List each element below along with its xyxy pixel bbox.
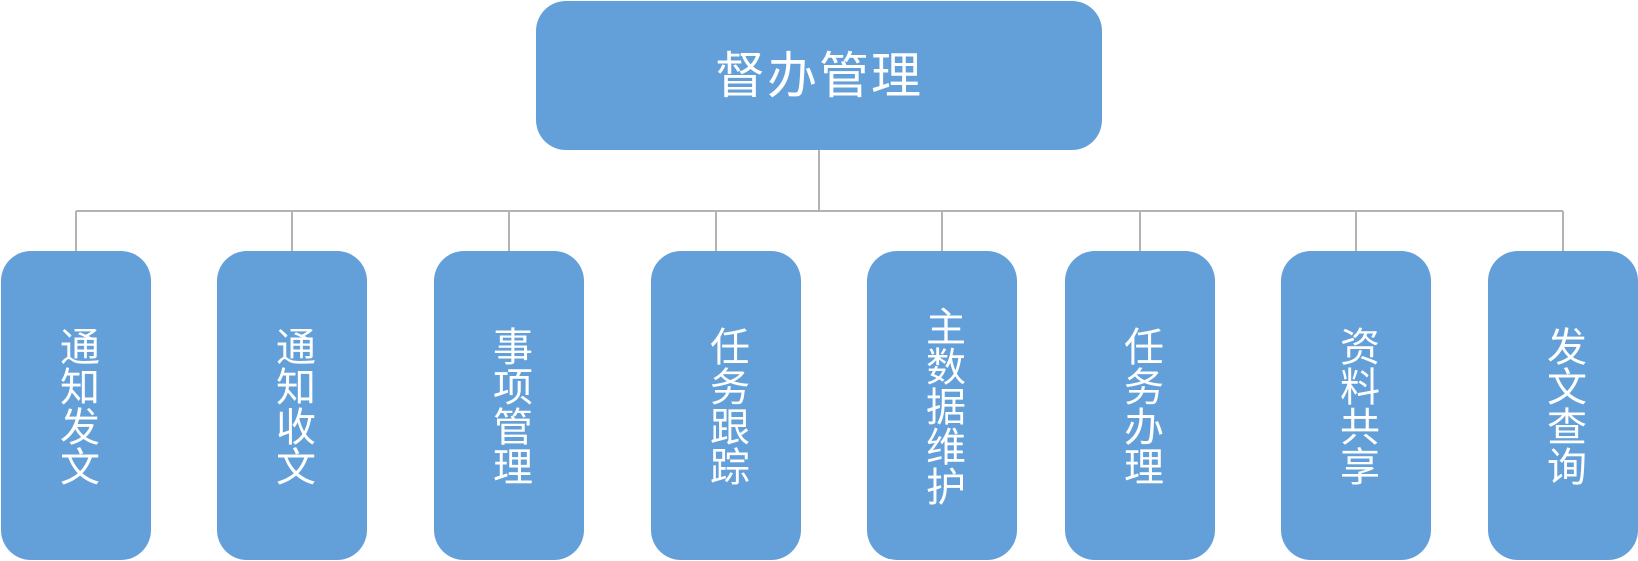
- root-node-label: 督办管理: [715, 46, 923, 105]
- child-node-label: 任务办理: [1117, 325, 1163, 486]
- child-node-label: 通知发文: [53, 325, 99, 486]
- child-node-resource-sharing: 资料共享: [1281, 251, 1431, 560]
- child-node-master-data-maintenance: 主数据维护: [867, 251, 1017, 560]
- child-node-dispatch-query: 发文查询: [1488, 251, 1638, 560]
- child-node-item-management: 事项管理: [434, 251, 584, 560]
- child-node-notice-dispatch: 通知发文: [1, 251, 151, 560]
- child-node-task-tracking: 任务跟踪: [651, 251, 801, 560]
- child-node-notice-receipt: 通知收文: [217, 251, 367, 560]
- child-node-label: 事项管理: [486, 325, 532, 486]
- child-node-label: 通知收文: [269, 325, 315, 486]
- child-node-label: 主数据维护: [919, 305, 965, 506]
- child-node-label: 发文查询: [1540, 325, 1586, 486]
- root-node: 督办管理: [536, 1, 1102, 150]
- child-node-task-handling: 任务办理: [1065, 251, 1215, 560]
- child-node-label: 任务跟踪: [703, 325, 749, 486]
- child-node-label: 资料共享: [1333, 325, 1379, 486]
